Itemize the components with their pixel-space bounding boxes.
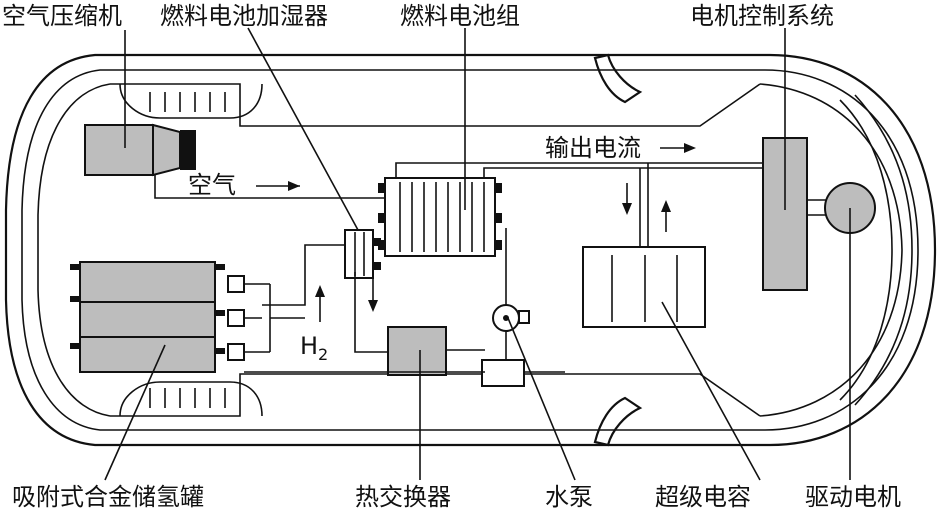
down-arrow-icon (622, 203, 632, 215)
drive-motor-label: 驱动电机 (805, 483, 901, 511)
output-current-label: 输出电流 (545, 134, 641, 162)
humidifier-down-arrow-icon (368, 300, 378, 312)
h2-arrow-icon (315, 285, 325, 297)
pump-valve (481, 359, 525, 387)
current-arrow-icon (684, 143, 696, 153)
air-arrow-icon (288, 181, 300, 191)
water-pump-label: 水泵 (545, 483, 593, 511)
supercapacitor (582, 246, 706, 328)
car-body-outline (4, 53, 937, 447)
fuel-cell-stack (378, 177, 502, 257)
heat-exchanger (387, 326, 447, 376)
air-compressor-label: 空气压缩机 (2, 2, 122, 30)
water-pump (492, 228, 530, 360)
supercapacitor-label: 超级电容 (655, 483, 751, 511)
hydride-storage-tanks (70, 261, 305, 373)
h2-label: H2 (300, 332, 328, 364)
air-label: 空气 (188, 171, 236, 199)
leader-lines (104, 27, 851, 481)
humidifier-label: 燃料电池加湿器 (160, 2, 328, 30)
air-compressor (84, 123, 196, 177)
hydride-tank-label: 吸附式合金储氢罐 (12, 483, 204, 511)
up-arrow-icon (661, 200, 671, 212)
heat-exchanger-label: 热交换器 (355, 483, 451, 511)
fuel-cell-stack-label: 燃料电池组 (400, 2, 520, 30)
motor-controller-label: 电机控制系统 (690, 2, 834, 30)
fuel-cell-humidifier (344, 229, 381, 279)
